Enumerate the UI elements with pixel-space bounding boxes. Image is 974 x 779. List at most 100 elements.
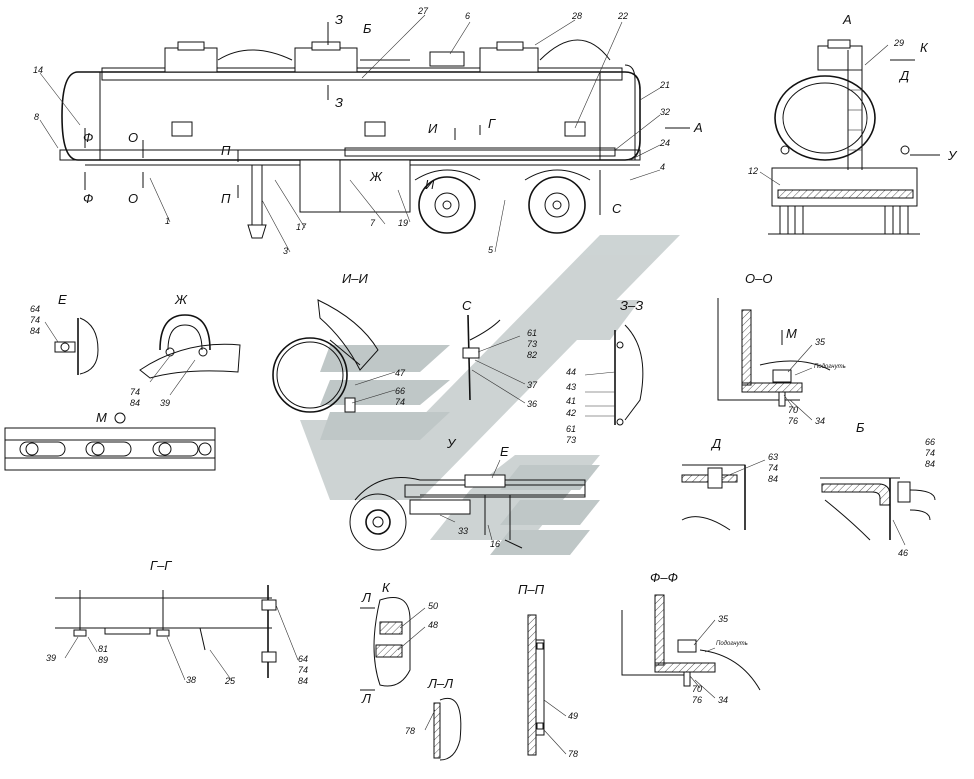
view-a-title: А <box>842 12 852 27</box>
callout-29: 29 <box>893 38 904 48</box>
mark-p-bottom: П <box>221 191 231 206</box>
mark-f-top: Ф <box>83 130 93 145</box>
oo-callout-35: 35 <box>815 337 826 347</box>
callout-24: 24 <box>659 138 670 148</box>
callout-14: 14 <box>33 65 43 75</box>
view-a-rear <box>759 39 940 235</box>
section-pp-title: П–П <box>518 582 545 597</box>
view-zh-title: Ж <box>174 292 188 307</box>
ff-callout-34: 34 <box>718 695 728 705</box>
view-b-detail: Б 66 74 84 46 <box>820 420 936 558</box>
u-callout-33: 33 <box>458 526 468 536</box>
k-callout-48: 48 <box>428 620 438 630</box>
k-mark-l-top: Л <box>361 590 371 605</box>
k-callout-50: 50 <box>428 601 438 611</box>
ii-callout-74: 74 <box>395 397 405 407</box>
view-e-detail: Е 64 74 84 <box>30 292 99 375</box>
gg-callout-38: 38 <box>186 675 196 685</box>
view-k-detail: К Л Л 50 48 <box>360 580 438 706</box>
callout-5: 5 <box>488 245 494 255</box>
section-gg-title: Г–Г <box>150 558 172 573</box>
section-ll-title: Л–Л <box>427 676 453 691</box>
view-u-mark-e: Е <box>500 444 509 459</box>
oo-callout-70: 70 <box>788 405 798 415</box>
main-side-view <box>39 14 690 253</box>
callout-3: 3 <box>283 246 288 256</box>
view-d-detail: Д 63 74 84 <box>681 436 778 531</box>
callout-27: 27 <box>417 6 429 16</box>
main-view-labels: 27 6 28 22 21 32 24 4 14 8 1 3 17 7 19 5… <box>33 6 703 256</box>
b-callout-84: 84 <box>925 459 935 469</box>
gg-callout-89: 89 <box>98 655 108 665</box>
ff-callout-76: 76 <box>692 695 702 705</box>
e-callout-74: 74 <box>30 315 40 325</box>
mark-o-top: О <box>128 130 138 145</box>
mark-u: У <box>947 148 958 163</box>
callout-6: 6 <box>465 11 470 21</box>
callout-1: 1 <box>165 216 170 226</box>
s-callout-61: 61 <box>527 328 537 338</box>
zh-callout-39: 39 <box>160 398 170 408</box>
section-ff: Ф–Ф 35 Подогнуть 70 76 34 <box>621 570 761 705</box>
callout-17: 17 <box>296 222 307 232</box>
b-callout-46: 46 <box>898 548 908 558</box>
s-callout-82: 82 <box>527 350 537 360</box>
pp-callout-78: 78 <box>568 749 578 759</box>
section-ff-title: Ф–Ф <box>650 570 678 585</box>
d-callout-84: 84 <box>768 474 778 484</box>
zz-callout-42: 42 <box>566 408 576 418</box>
s-callout-73: 73 <box>527 339 537 349</box>
section-ii-title: И–И <box>342 271 369 286</box>
mark-i: И <box>428 121 438 136</box>
oo-callout-34: 34 <box>815 416 825 426</box>
view-m-detail: М <box>4 410 216 471</box>
oo-mark-m: М <box>786 326 797 341</box>
oo-callout-76: 76 <box>788 416 798 426</box>
ll-callout-78: 78 <box>405 726 415 736</box>
section-zz: З–З 44 43 41 42 61 73 <box>566 298 644 445</box>
zz-callout-44: 44 <box>566 367 576 377</box>
section-oo-title: О–О <box>745 271 772 286</box>
watermark-logo <box>300 235 680 555</box>
d-callout-74: 74 <box>768 463 778 473</box>
zh-callout-84: 84 <box>130 398 140 408</box>
section-zz-title: З–З <box>620 298 643 313</box>
pp-callout-49: 49 <box>568 711 578 721</box>
mark-b: Б <box>363 21 372 36</box>
gg-callout-39: 39 <box>46 653 56 663</box>
gg-callout-81: 81 <box>98 644 108 654</box>
section-pp: П–П 49 78 <box>518 582 578 759</box>
mark-o-bottom: О <box>128 191 138 206</box>
zz-callout-73: 73 <box>566 435 576 445</box>
s-callout-37: 37 <box>527 380 538 390</box>
mark-z-top: З <box>335 12 343 27</box>
view-s-title: С <box>462 298 472 313</box>
ii-callout-47: 47 <box>395 368 406 378</box>
section-oo: О–О М 35 Подогнуть 70 76 34 <box>717 271 846 426</box>
e-callout-84: 84 <box>30 326 40 336</box>
view-u-detail: У Е 33 16 <box>349 436 586 551</box>
callout-22: 22 <box>617 11 628 21</box>
view-a-labels: А 29 12 К Д У <box>748 12 958 176</box>
gg-callout-64: 64 <box>298 654 308 664</box>
gg-callout-25: 25 <box>224 676 236 686</box>
callout-21: 21 <box>659 80 670 90</box>
oo-note: Подогнуть <box>814 364 846 370</box>
mark-p-top: П <box>221 143 231 158</box>
view-b-title: Б <box>856 420 865 435</box>
ff-callout-35: 35 <box>718 614 729 624</box>
section-gg: Г–Г 39 81 89 38 25 64 74 84 <box>46 558 308 686</box>
view-u-title: У <box>446 436 457 451</box>
view-m-title: М <box>96 410 107 425</box>
mark-d: Д <box>898 68 909 83</box>
mark-z-bottom: З <box>335 95 343 110</box>
ff-callout-70: 70 <box>692 684 702 694</box>
mark-s: С <box>612 201 622 216</box>
gg-callout-84: 84 <box>298 676 308 686</box>
view-zh-detail: Ж 74 84 39 <box>130 292 241 408</box>
mark-k: К <box>920 40 929 55</box>
b-callout-66: 66 <box>925 437 935 447</box>
view-k-title: К <box>382 580 391 595</box>
callout-19: 19 <box>398 218 408 228</box>
section-ii: И–И 47 66 74 <box>272 271 406 413</box>
